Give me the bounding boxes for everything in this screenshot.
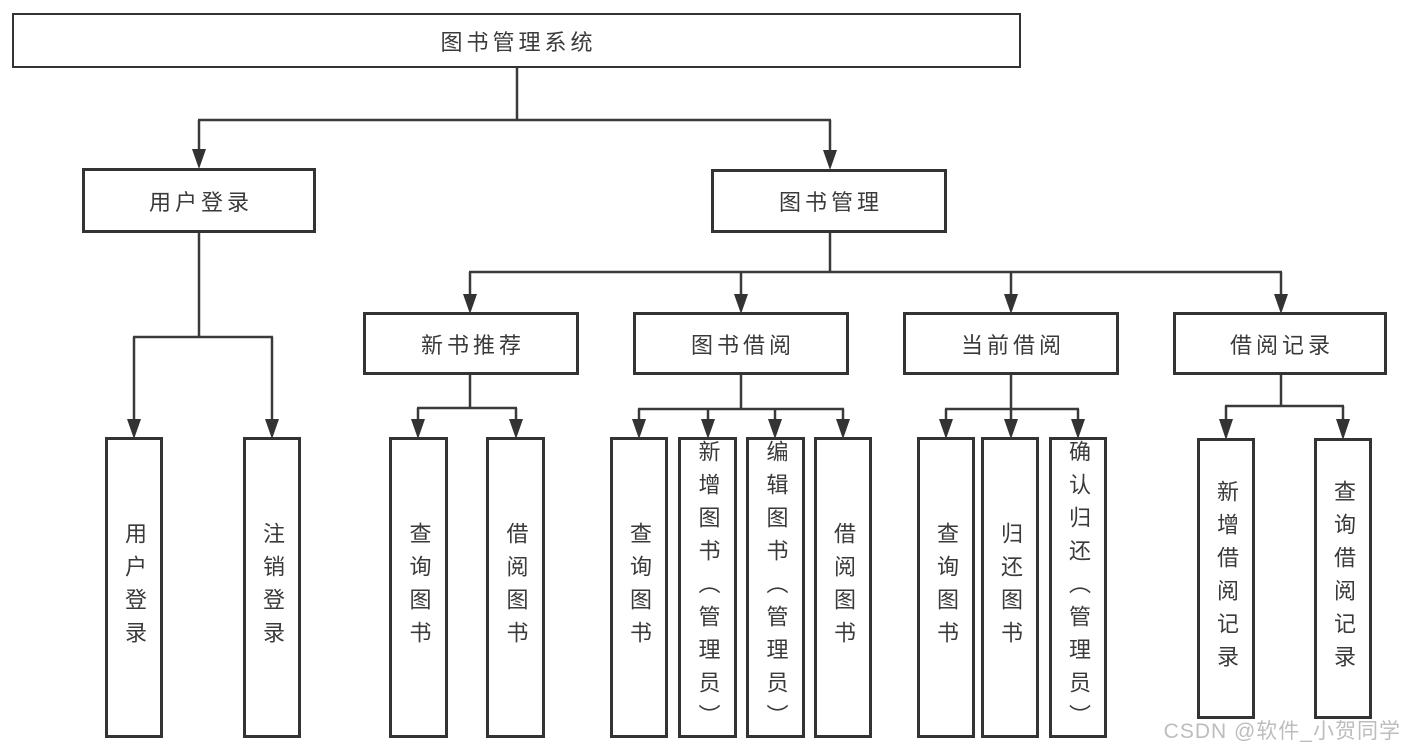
leaf-query-book-current-label: 查询图书 (934, 521, 959, 654)
node-book-mgmt-label: 图书管理 (778, 190, 883, 215)
leaf-add-borrow-record-label: 新增借阅记录 (1214, 479, 1239, 678)
leaf-add-book-admin: 新增图书（管理员） (678, 437, 737, 738)
edge-newbookrec-to-leaves (411, 374, 523, 439)
leaf-query-book-borrow-label: 查询图书 (627, 521, 652, 654)
edge-currentborrow-to-leaves (939, 374, 1085, 439)
leaf-return-book-label: 归还图书 (998, 521, 1023, 654)
watermark: CSDN @软件_小贺同学 (1163, 720, 1401, 743)
node-book-borrow: 图书借阅 (633, 312, 849, 375)
leaf-query-borrow-record: 查询借阅记录 (1314, 438, 1372, 719)
node-user-login: 用户登录 (82, 168, 316, 233)
leaf-add-book-admin-label: 新增图书（管理员） (695, 440, 721, 737)
edge-root-to-level2 (192, 66, 837, 170)
node-book-borrow-label: 图书借阅 (690, 332, 795, 358)
leaf-return-book: 归还图书 (981, 437, 1039, 738)
leaf-logout-label: 注销登录 (260, 521, 285, 654)
edge-bookborrow-to-leaves (632, 374, 850, 439)
leaf-query-book-newrec: 查询图书 (389, 437, 448, 738)
leaf-borrow-book-label: 借阅图书 (831, 521, 856, 654)
node-new-book-rec-label: 新书推荐 (420, 332, 525, 358)
leaf-borrow-book-newrec-label: 借阅图书 (503, 521, 529, 654)
leaf-edit-book-admin-label: 编辑图书（管理员） (763, 440, 789, 737)
leaf-borrow-book: 借阅图书 (814, 437, 872, 738)
node-borrow-records: 借阅记录 (1173, 312, 1387, 375)
leaf-user-login: 用户登录 (105, 437, 163, 738)
node-book-mgmt: 图书管理 (711, 169, 947, 233)
edge-borrowrecords-to-leaves (1219, 374, 1350, 440)
leaf-logout: 注销登录 (243, 437, 301, 738)
leaf-edit-book-admin: 编辑图书（管理员） (746, 437, 805, 738)
node-new-book-rec: 新书推荐 (363, 312, 579, 375)
leaf-confirm-return-admin-label: 确认归还（管理员） (1066, 440, 1091, 737)
leaf-query-book-newrec-label: 查询图书 (406, 521, 432, 654)
edge-bookmgmt-to-level3 (463, 232, 1288, 314)
node-borrow-records-label: 借阅记录 (1229, 332, 1334, 358)
leaf-confirm-return-admin: 确认归还（管理员） (1049, 437, 1107, 738)
leaf-user-login-label: 用户登录 (122, 521, 147, 654)
node-root: 图书管理系统 (12, 13, 1021, 68)
leaf-query-borrow-record-label: 查询借阅记录 (1331, 479, 1356, 678)
node-user-login-label: 用户登录 (148, 189, 253, 215)
node-current-borrow-label: 当前借阅 (960, 332, 1065, 358)
leaf-add-borrow-record: 新增借阅记录 (1197, 438, 1255, 719)
node-current-borrow: 当前借阅 (903, 312, 1119, 375)
leaf-query-book-current: 查询图书 (917, 437, 975, 738)
leaf-query-book-borrow: 查询图书 (610, 437, 668, 738)
node-root-label: 图书管理系统 (440, 29, 597, 55)
leaf-borrow-book-newrec: 借阅图书 (486, 437, 545, 738)
edge-userlogin-to-leaves (127, 232, 279, 439)
